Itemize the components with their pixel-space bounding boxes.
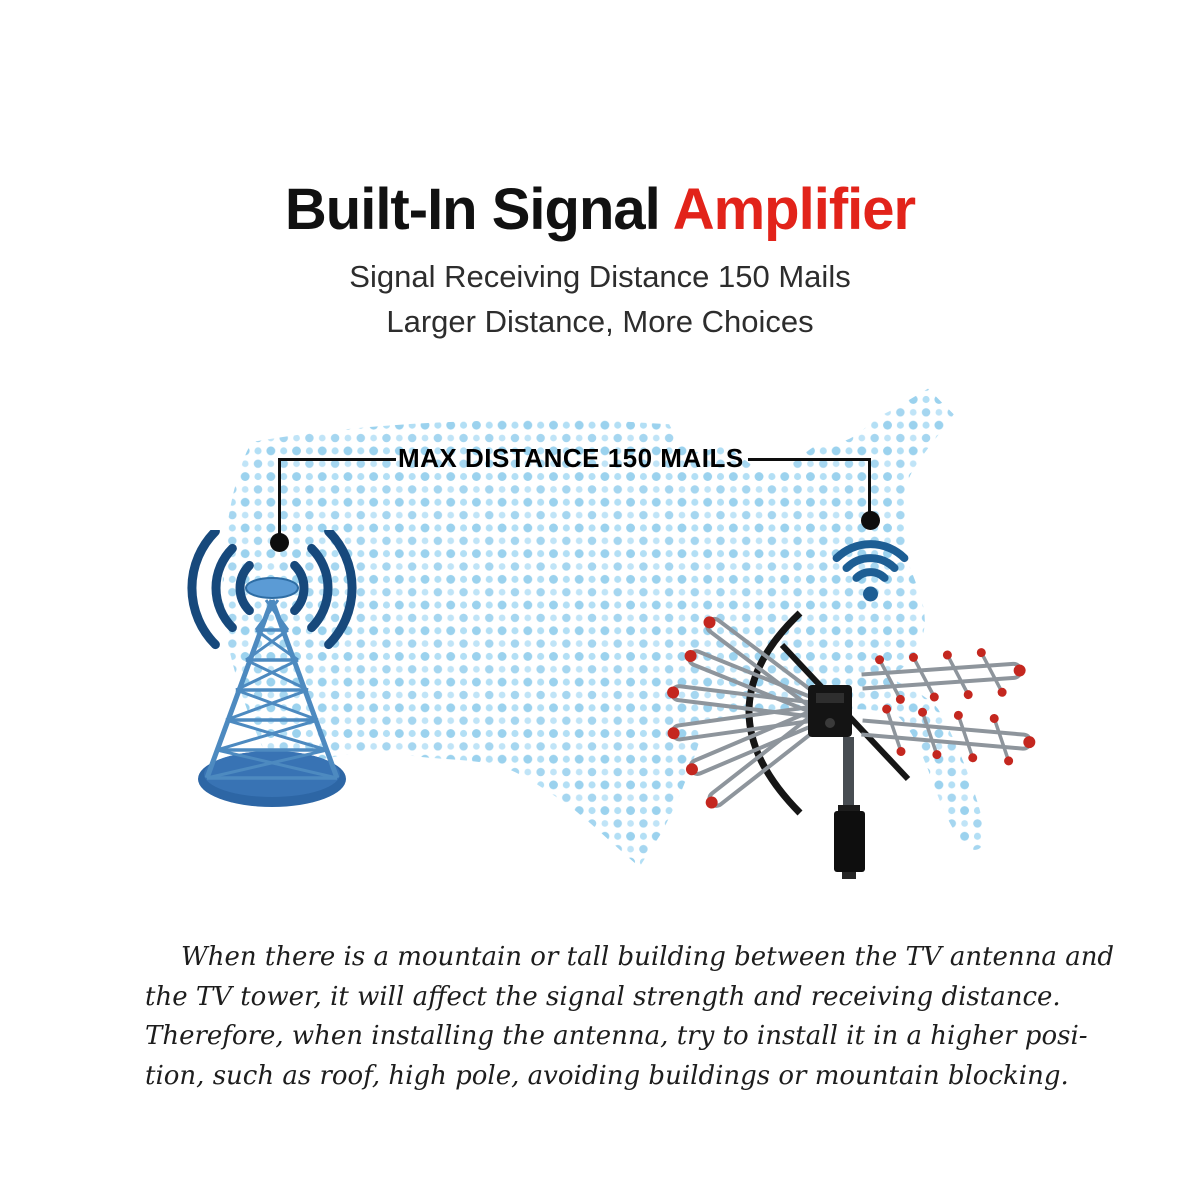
usa-map-shape [222, 388, 985, 867]
antenna-support-arc [745, 610, 803, 816]
page-title: Built-In Signal Amplifier [0, 176, 1200, 243]
tower-signal-waves-right [290, 530, 357, 650]
tower-top-dish [245, 577, 299, 599]
antenna-left-elements [667, 616, 828, 809]
description-paragraph: When there is a mountain or tall buildin… [145, 938, 1115, 1096]
tower-base-top [204, 751, 340, 797]
broadcast-tower-icon [187, 530, 357, 807]
connector-dot-right [861, 511, 880, 530]
tv-antenna-icon [667, 610, 1036, 879]
subtitle-line-1: Signal Receiving Distance 150 Mails [349, 259, 851, 294]
title-black-part: Built-In Signal [284, 177, 673, 242]
max-distance-label: MAX DISTANCE 150 MAILS [398, 443, 744, 473]
subtitle-line-2: Larger Distance, More Choices [386, 304, 814, 339]
description-line: tion, such as roof, high pole, avoiding … [145, 1060, 1069, 1091]
connector-line-right-horizontal [748, 458, 871, 461]
tower-lattice [204, 599, 340, 780]
tower-signal-waves-left [187, 530, 254, 650]
antenna-right-rail-lower [861, 704, 1036, 766]
usa-dotted-map [222, 388, 985, 867]
description-line: When there is a mountain or tall buildin… [181, 942, 1115, 972]
antenna-right-rail-upper [861, 648, 1026, 704]
connector-line-right-vertical [868, 458, 871, 516]
description-line: Therefore, when installing the antenna, … [145, 1021, 1088, 1052]
connector-line-left-vertical [278, 458, 281, 538]
description-line: the TV tower, it will affect the signal … [145, 981, 1061, 1012]
wifi-signal-icon [832, 540, 909, 602]
antenna-center-box [808, 685, 852, 737]
connector-dot-left [270, 533, 289, 552]
antenna-mast-and-amplifier [834, 737, 865, 879]
connector-line-left-horizontal [278, 458, 396, 461]
title-red-part: Amplifier [672, 177, 916, 242]
